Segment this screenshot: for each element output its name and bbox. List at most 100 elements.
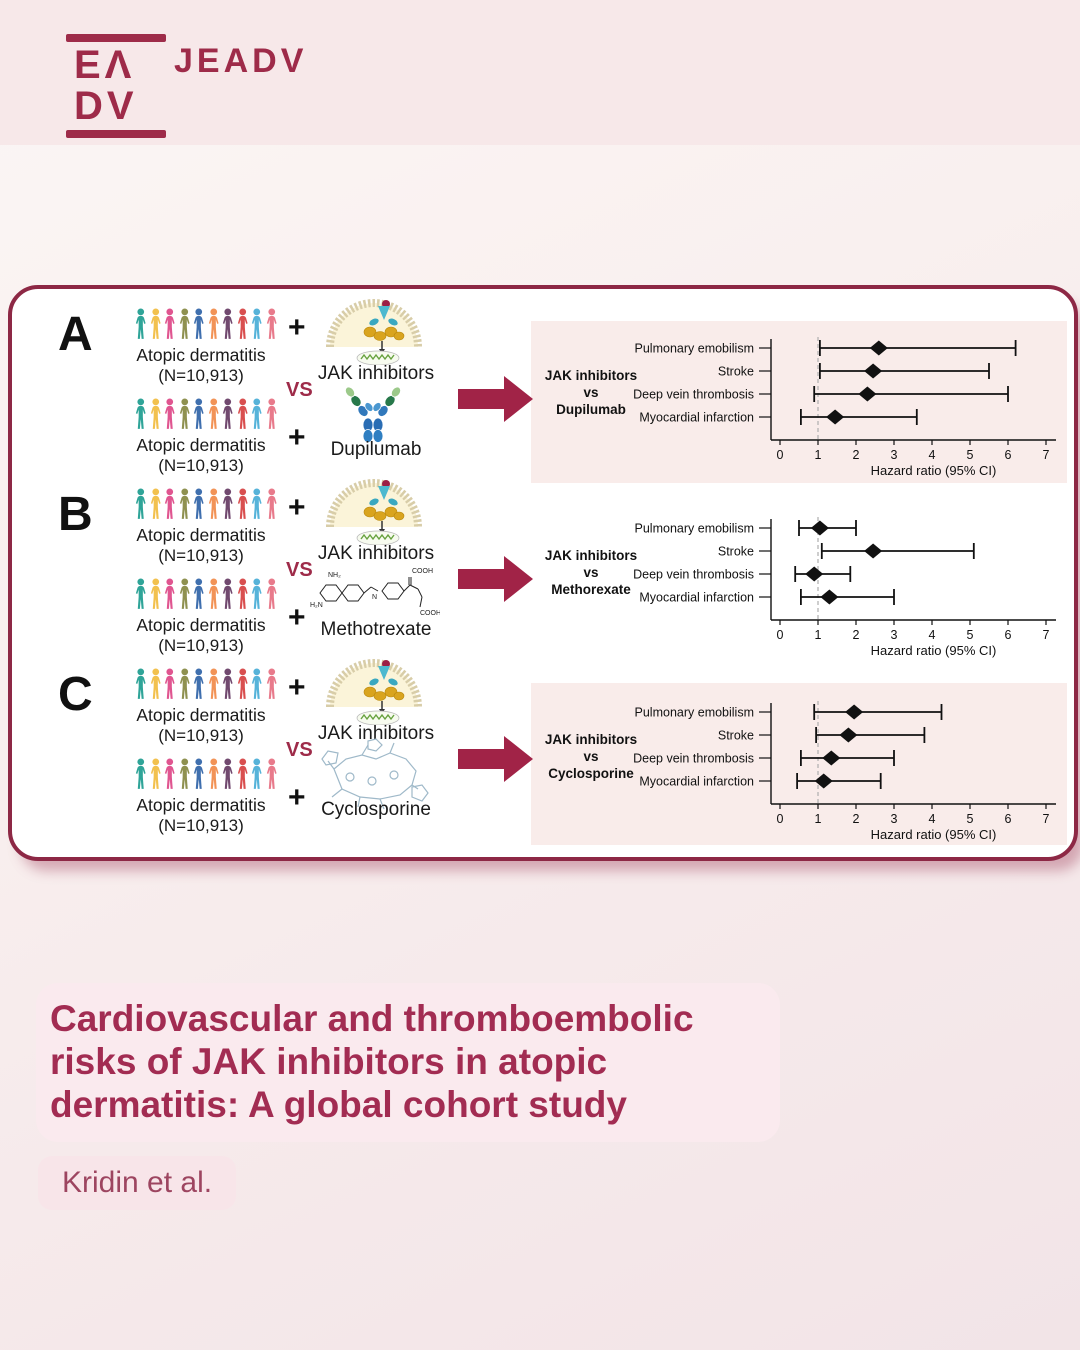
person-icon [164, 668, 175, 699]
logo-letters-top: EΛ [74, 43, 136, 87]
cohort-label: Atopic dermatitis [136, 525, 266, 545]
cohort-sample-size: (N=10,913) [158, 816, 244, 835]
person-icon [208, 668, 219, 699]
person-icon [150, 668, 161, 699]
logo-top-bar [66, 34, 166, 42]
svg-text:H₂N: H₂N [310, 602, 323, 609]
person-icon [179, 578, 190, 609]
panel-section-b: B [12, 479, 1074, 669]
svg-text:Myocardial infarction: Myocardial infarction [639, 411, 754, 425]
person-icon [237, 398, 248, 429]
person-icon [164, 398, 175, 429]
svg-text:Hazard ratio (95% CI): Hazard ratio (95% CI) [871, 463, 997, 478]
person-icon [222, 488, 233, 519]
person-icon [135, 578, 146, 609]
section-letter: B [58, 488, 93, 541]
person-icon [266, 308, 277, 339]
person-icon [150, 578, 161, 609]
person-icon [237, 758, 248, 789]
person-icon [179, 668, 190, 699]
svg-text:3: 3 [891, 812, 898, 826]
plot-background [531, 683, 1067, 845]
cohort-sample-size: (N=10,913) [158, 546, 244, 565]
logo-letters-bottom: DV [74, 84, 138, 128]
person-icon [193, 668, 204, 699]
section-letter: A [58, 308, 93, 361]
cohort-label: Atopic dermatitis [136, 345, 266, 365]
person-icon [164, 308, 175, 339]
vs-label: VS [286, 559, 313, 581]
plus-sign: + [288, 671, 306, 704]
svg-text:6: 6 [1005, 448, 1012, 462]
figure-panel: A [8, 285, 1078, 861]
person-icon [164, 488, 175, 519]
cohort-label: Atopic dermatitis [136, 795, 266, 815]
vs-label: VS [286, 739, 313, 761]
svg-text:2: 2 [853, 448, 860, 462]
person-icon [193, 398, 204, 429]
section-letter: C [58, 668, 93, 721]
svg-text:2: 2 [853, 628, 860, 642]
person-icon [208, 758, 219, 789]
cohort-population-icons [134, 665, 282, 703]
antibody-icon [344, 386, 402, 443]
cohort-population-icons [134, 305, 282, 343]
person-icon [251, 578, 262, 609]
cohort-label: Atopic dermatitis [136, 435, 266, 455]
person-icon [222, 398, 233, 429]
cohort-population-icons [134, 575, 282, 613]
svg-text:Deep vein thrombosis: Deep vein thrombosis [633, 568, 754, 582]
plus-sign: + [288, 311, 306, 344]
arrow-right-icon [458, 736, 533, 782]
person-icon [179, 488, 190, 519]
svg-text:Pulmonary emobilism: Pulmonary emobilism [635, 706, 754, 720]
svg-text:4: 4 [929, 812, 936, 826]
header-band [0, 0, 1080, 145]
svg-text:5: 5 [967, 628, 974, 642]
svg-text:COOH: COOH [412, 568, 433, 575]
person-icon [193, 308, 204, 339]
vs-label: VS [286, 379, 313, 401]
arrow-right-icon [458, 556, 533, 602]
person-icon [266, 758, 277, 789]
journal-name: JEADV [174, 42, 308, 80]
cohort-population-icons [134, 485, 282, 523]
svg-text:NH₂: NH₂ [328, 572, 341, 579]
person-icon [251, 758, 262, 789]
person-icon [164, 758, 175, 789]
person-icon [266, 398, 277, 429]
person-icon [222, 668, 233, 699]
svg-text:Hazard ratio (95% CI): Hazard ratio (95% CI) [871, 643, 997, 658]
drug2-label: Dupilumab [330, 439, 422, 460]
person-icon [193, 758, 204, 789]
cohort-label: Atopic dermatitis [136, 615, 266, 635]
person-icon [251, 668, 262, 699]
person-icon [179, 758, 190, 789]
eadv-logo: EΛ DV [66, 34, 166, 138]
person-icon [266, 578, 277, 609]
person-icon [266, 488, 277, 519]
panel-section-a: A [12, 299, 1074, 489]
cohort-population-icons [134, 395, 282, 433]
svg-text:1: 1 [815, 448, 822, 462]
svg-text:4: 4 [929, 448, 936, 462]
person-icon [135, 488, 146, 519]
person-icon [237, 488, 248, 519]
person-icon [150, 488, 161, 519]
person-icon [135, 308, 146, 339]
svg-text:1: 1 [815, 812, 822, 826]
svg-text:5: 5 [967, 448, 974, 462]
drug1-label: JAK inhibitors [317, 543, 435, 564]
study-title: Cardiovascular and thromboembolic risks … [36, 983, 780, 1142]
person-icon [179, 398, 190, 429]
svg-text:6: 6 [1005, 812, 1012, 826]
person-icon [266, 668, 277, 699]
svg-text:0: 0 [777, 628, 784, 642]
jak-inhibitor-cell-icon [326, 299, 422, 365]
svg-text:Hazard ratio (95% CI): Hazard ratio (95% CI) [871, 827, 997, 842]
person-icon [164, 578, 175, 609]
